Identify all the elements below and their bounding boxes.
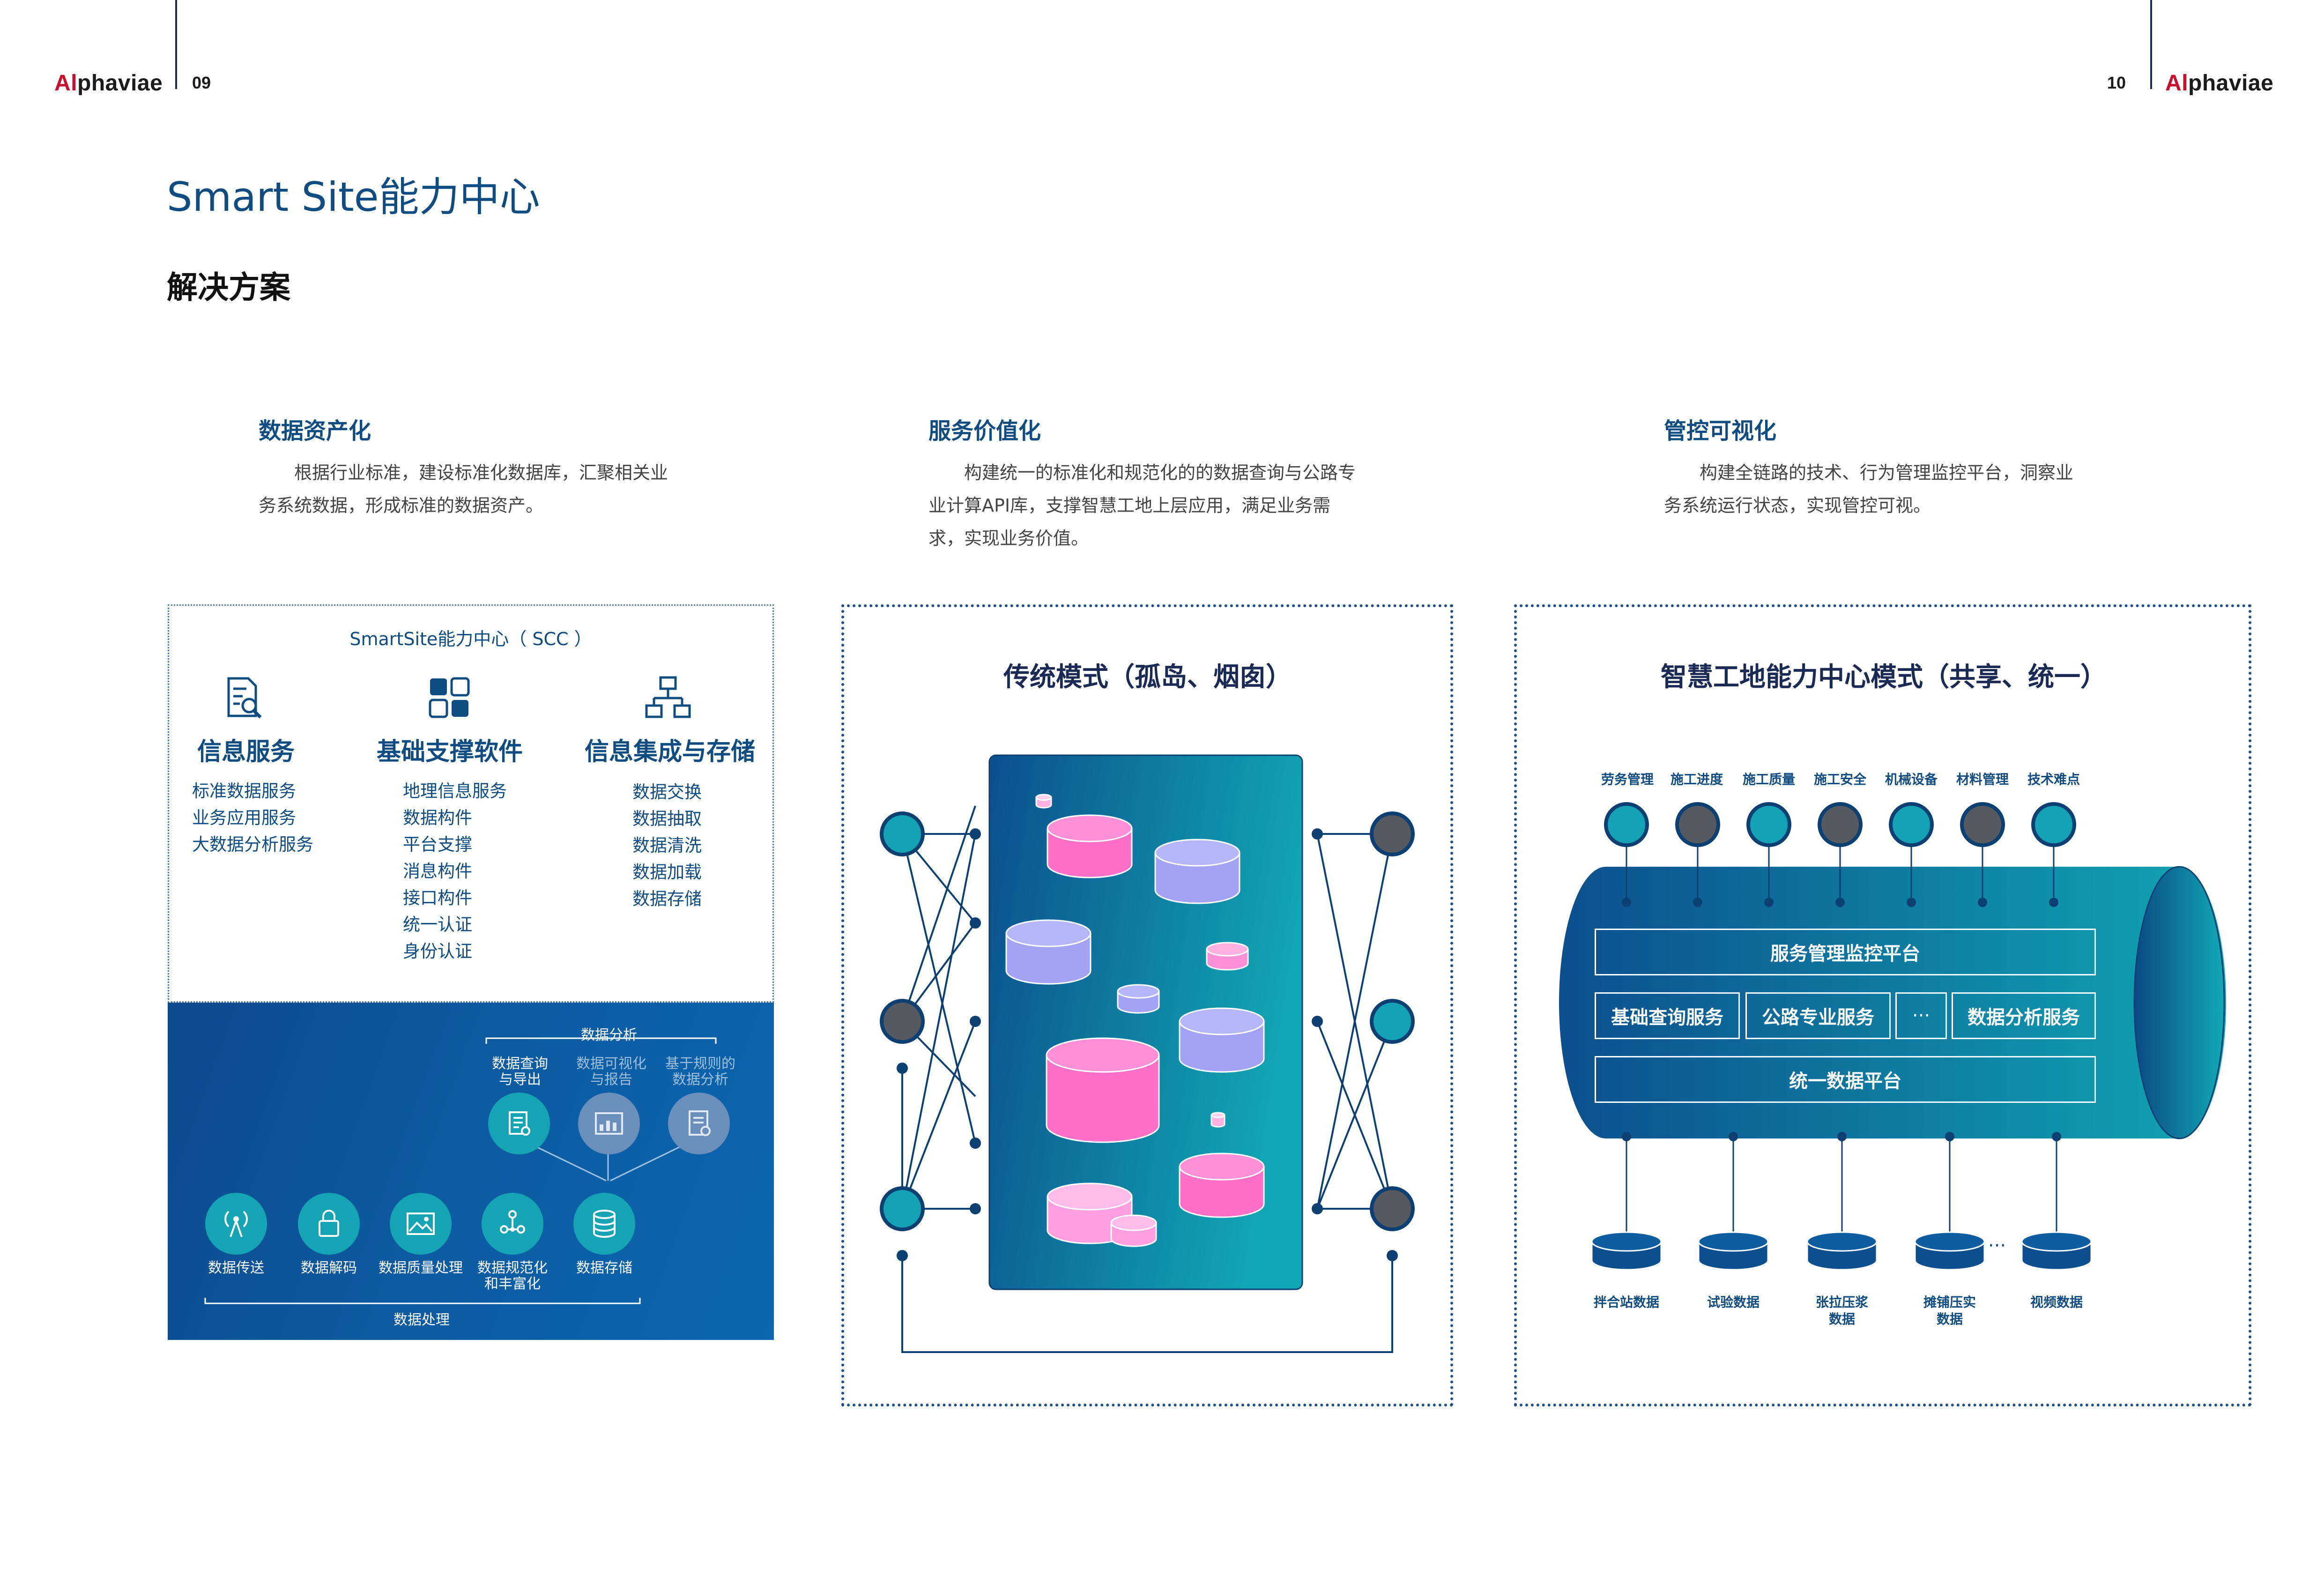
analysis-label: 数据可视化与报告 (576, 1056, 646, 1088)
top-node-label: 材料管理 (1956, 772, 2009, 787)
network-icon (482, 1193, 543, 1255)
traditional-panel-title: 传统模式（孤岛、烟囱） (1003, 662, 1292, 692)
search-document-icon (227, 677, 262, 719)
list-item: 接口构件 (403, 888, 472, 908)
data-source-label: 试验数据 (1707, 1294, 1760, 1310)
scc-data-flow-panel (168, 1003, 774, 1340)
database-icon (573, 1193, 635, 1255)
unified-data-platform: 统一数据平台 (1595, 1056, 2096, 1103)
list-item: 统一认证 (403, 915, 472, 935)
antenna-icon (205, 1193, 267, 1255)
processing-label: 数据存储 (576, 1260, 632, 1276)
list-item: 数据交换 (632, 782, 702, 802)
list-item: 数据清洗 (632, 835, 702, 855)
rules-icon (668, 1093, 730, 1154)
column-heading: 服务价值化 (928, 418, 1041, 444)
analysis-label: 数据查询与导出 (492, 1056, 548, 1088)
left-brand-logo: Alphaviae (54, 71, 163, 96)
chart-icon (578, 1093, 640, 1154)
category-items-support: 地理信息服务 数据构件 平台支撑 消息构件 接口构件 统一认证 身份认证 (403, 778, 507, 965)
scc-capability-panel: SmartSite能力中心（ SCC ） (168, 604, 774, 1003)
list-item: 标准数据服务 (192, 781, 296, 801)
service-box: 公路专业服务 (1745, 992, 1891, 1039)
top-node-label: 劳务管理 (1601, 772, 1654, 787)
data-source-label: 视频数据 (2030, 1294, 2083, 1310)
top-node-label: 机械设备 (1885, 772, 1938, 787)
left-header-divider (175, 0, 177, 89)
processing-label: 数据规范化和丰富化 (477, 1260, 548, 1292)
lock-icon (298, 1193, 360, 1255)
data-source-ellipsis: ··· (1988, 1235, 2006, 1257)
hierarchy-icon (645, 676, 691, 718)
list-item: 消息构件 (403, 861, 472, 881)
column-heading: 管控可视化 (1664, 418, 1777, 444)
processing-label: 数据质量处理 (379, 1260, 463, 1276)
image-icon (390, 1193, 452, 1255)
list-item: 数据构件 (403, 808, 472, 828)
processing-label: 数据传送 (208, 1260, 264, 1276)
category-items-info: 标准数据服务 业务应用服务 大数据分析服务 (192, 778, 313, 858)
list-item: 数据加载 (632, 862, 702, 882)
analysis-label: 基于规则的数据分析 (665, 1056, 735, 1088)
list-item: 业务应用服务 (192, 808, 296, 828)
analysis-section-label: 数据分析 (581, 1027, 637, 1043)
smart-mode-panel (1514, 604, 2251, 1406)
column-data-assets: 数据资产化 根据行业标准，建设标准化数据库，汇聚相关业务系统数据，形成标准的数据… (259, 412, 671, 522)
top-node-label: 施工安全 (1813, 772, 1866, 787)
service-box: ··· (1895, 992, 1947, 1039)
right-brand-logo: Alphaviae (2165, 71, 2274, 96)
category-title: 信息集成与存储 (584, 738, 755, 766)
service-box: 数据分析服务 (1952, 992, 2096, 1039)
column-text: 根据行业标准，建设标准化数据库，汇聚相关业务系统数据，形成标准的数据资产。 (259, 462, 668, 516)
category-title: 基础支撑软件 (376, 738, 523, 766)
smart-panel-title: 智慧工地能力中心模式（共享、统一） (1661, 662, 2107, 692)
column-text: 构建全链路的技术、行为管理监控平台，洞察业务系统运行状态，实现管控可视。 (1664, 462, 2074, 516)
top-node-label: 施工进度 (1670, 772, 1723, 787)
list-item: 数据抽取 (632, 809, 702, 829)
category-title: 信息服务 (197, 738, 295, 766)
traditional-mode-panel (841, 604, 1453, 1406)
modules-icon (429, 677, 470, 718)
right-header-divider (2150, 0, 2152, 89)
data-source-label: 摊铺压实数据 (1923, 1294, 1976, 1327)
category-items-integration: 数据交换 数据抽取 数据清洗 数据加载 数据存储 (632, 779, 702, 912)
right-page-number: 10 (2107, 73, 2126, 92)
processing-section-label: 数据处理 (394, 1312, 450, 1328)
processing-label: 数据解码 (301, 1260, 357, 1276)
list-item: 平台支撑 (403, 834, 472, 855)
left-page-number: 09 (192, 73, 211, 92)
list-item: 大数据分析服务 (192, 834, 313, 855)
scc-title: SmartSite能力中心（ SCC ） (349, 629, 592, 649)
column-service-value: 服务价值化 构建统一的标准化和规范化的的数据查询与公路专业计算API库，支撑智慧… (928, 412, 1359, 555)
service-monitor-platform: 服务管理监控平台 (1595, 929, 2096, 975)
top-node-label: 技术难点 (2027, 772, 2080, 787)
service-box: 基础查询服务 (1595, 992, 1740, 1039)
data-source-label: 拌合站数据 (1593, 1294, 1659, 1310)
column-text: 构建统一的标准化和规范化的的数据查询与公路专业计算API库，支撑智慧工地上层应用… (928, 462, 1356, 549)
smart-hub-diagram (1559, 802, 2226, 1271)
column-visual-control: 管控可视化 构建全链路的技术、行为管理监控平台，洞察业务系统运行状态，实现管控可… (1664, 412, 2076, 522)
query-icon (488, 1093, 550, 1154)
page-subtitle: 解决方案 (167, 269, 290, 305)
list-item: 数据存储 (632, 889, 702, 909)
traditional-silo-diagram (880, 754, 1415, 1353)
list-item: 地理信息服务 (403, 781, 507, 801)
data-source-label: 张拉压浆数据 (1815, 1294, 1868, 1327)
page-title: Smart Site能力中心 (167, 174, 540, 221)
top-node-label: 施工质量 (1742, 772, 1795, 787)
list-item: 身份认证 (403, 941, 472, 961)
column-heading: 数据资产化 (259, 418, 371, 444)
